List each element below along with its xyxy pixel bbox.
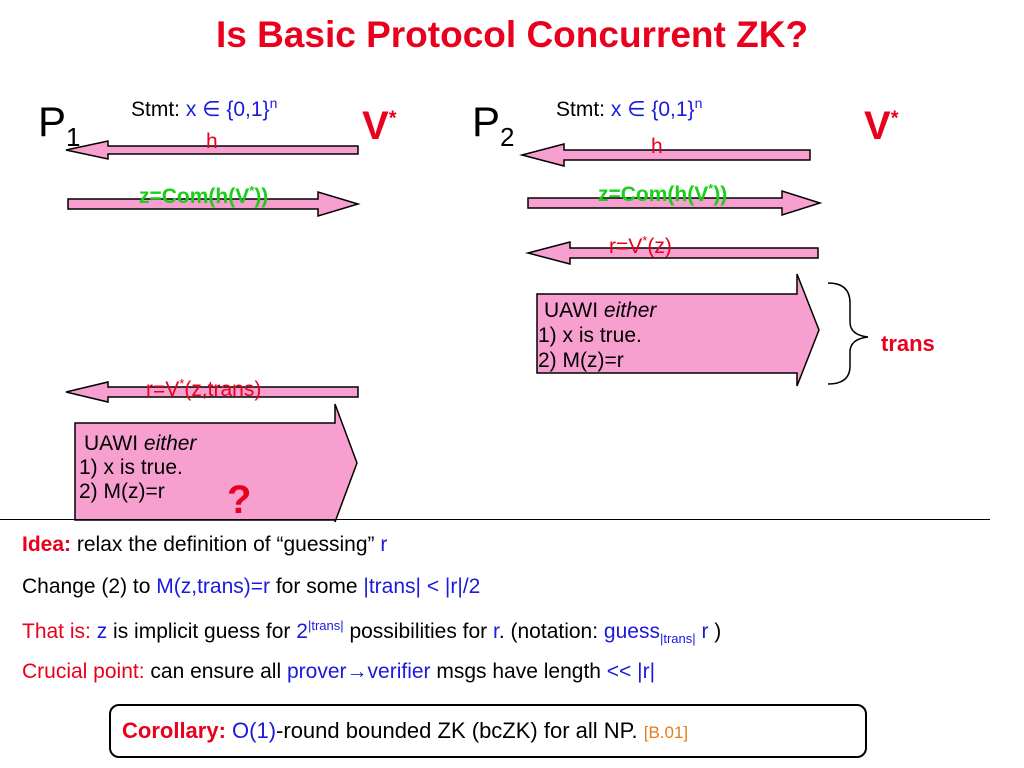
right-msg-r: r=V*(z)	[609, 233, 672, 258]
left-msg-h: h	[206, 130, 218, 153]
left-h-arrow-left	[65, 140, 359, 160]
right-verifier-label: V*	[864, 104, 899, 148]
left-z-arrow-right	[67, 190, 361, 218]
right-uawi-line1: UAWI either	[544, 299, 657, 322]
corollary-text: Corollary: O(1)-round bounded ZK (bcZK) …	[122, 718, 689, 743]
right-arrow-icon: →	[346, 660, 368, 683]
right-z-arrow-right	[527, 189, 823, 217]
right-uawi-line3: 2) M(z)=r	[538, 349, 624, 372]
corollary-box	[109, 704, 867, 758]
right-h-arrow-left	[519, 143, 811, 167]
left-uawi-line1: UAWI either	[84, 432, 197, 455]
crucial-point-line: Crucial point: can ensure all prover→ver…	[22, 660, 656, 683]
that-is-line: That is: z is implicit guess for 2|trans…	[22, 618, 722, 647]
left-statement: Stmt: x ∈ {0,1}n	[131, 95, 278, 121]
right-msg-h: h	[651, 135, 663, 158]
slide-title: Is Basic Protocol Concurrent ZK?	[215, 14, 809, 55]
right-msg-z: z=Com(h(V*))	[598, 181, 728, 206]
left-r-arrow-left	[65, 381, 359, 403]
right-statement: Stmt: x ∈ {0,1}n	[556, 95, 703, 121]
idea-line: Idea: relax the definition of “guessing”…	[22, 533, 388, 556]
right-uawi-arrow	[536, 273, 820, 387]
right-uawi-line2: 1) x is true.	[538, 324, 642, 347]
change-line: Change (2) to M(z,trans)=r for some |tra…	[22, 575, 481, 598]
left-uawi-line2: 1) x is true.	[79, 456, 183, 479]
divider-line	[0, 519, 990, 520]
left-prover-label: P1	[38, 98, 81, 152]
right-prover-label: P2	[472, 98, 515, 152]
left-msg-r: r=V*(z,trans)	[146, 376, 262, 401]
left-uawi-line3: 2) M(z)=r	[79, 480, 165, 503]
trans-label: trans	[881, 331, 935, 356]
question-mark: ?	[227, 478, 252, 522]
left-verifier-label: V*	[362, 104, 397, 148]
trans-brace	[827, 282, 869, 385]
citation: [B.01]	[643, 723, 689, 742]
left-msg-z: z=Com(h(V*))	[139, 183, 269, 208]
left-uawi-arrow	[74, 403, 358, 523]
right-r-arrow-left	[525, 241, 819, 265]
